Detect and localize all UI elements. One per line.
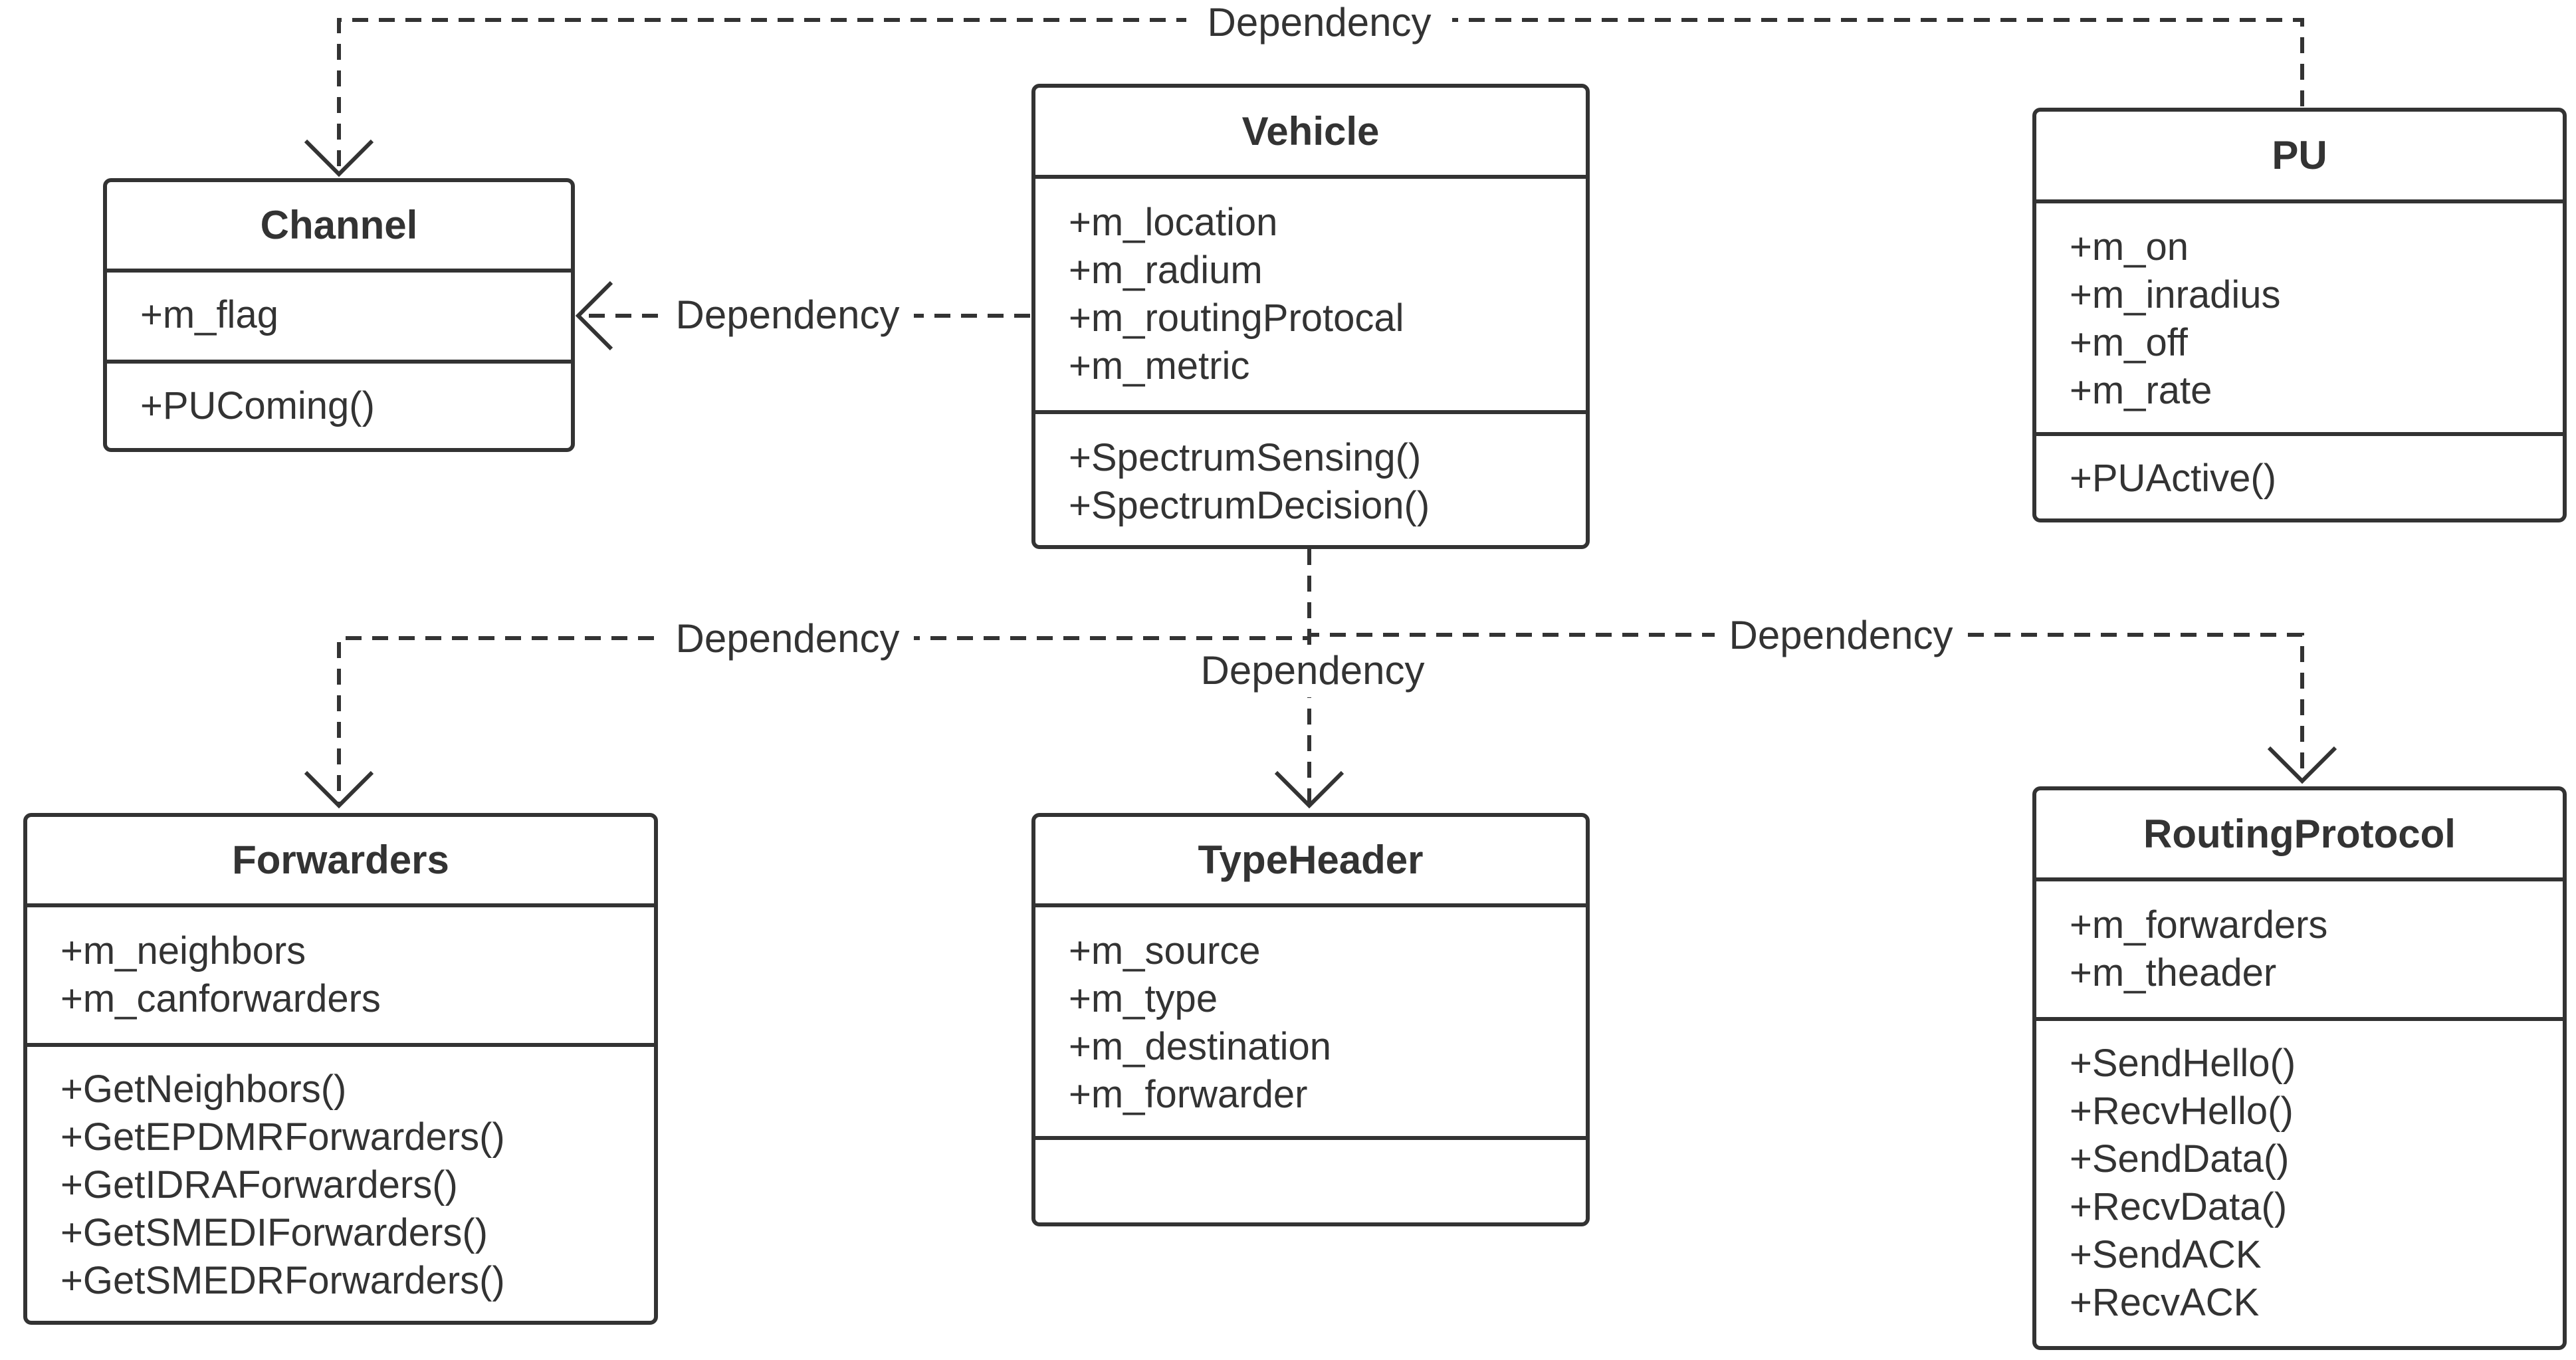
edge-label-vehicle-forwarders: Dependency [676, 616, 900, 661]
attribute: +m_routingProtocal [1069, 296, 1404, 340]
attribute: +m_canforwarders [60, 977, 381, 1020]
attribute: +m_neighbors [60, 929, 306, 972]
class-vehicle-methods: +SpectrumSensing() +SpectrumDecision() [1035, 414, 1586, 530]
edge-label-vehicle-typeheader: Dependency [1201, 648, 1425, 693]
attribute: +m_flag [140, 293, 278, 336]
attribute: +m_radium [1069, 249, 1263, 292]
class-channel-attributes: +m_flag [107, 273, 571, 364]
method: +SpectrumDecision() [1069, 484, 1430, 527]
attribute: +m_forwarder [1069, 1073, 1308, 1116]
class-pu-name: PU [2036, 112, 2563, 203]
edge-vehicle-forwarders [337, 549, 1311, 806]
method: +GetIDRAForwarders() [60, 1163, 458, 1206]
method: +GetSMEDRForwarders() [60, 1259, 505, 1302]
method: +SendHello() [2070, 1042, 2296, 1085]
class-forwarders-attributes: +m_neighbors +m_canforwarders [27, 907, 654, 1047]
class-routingprotocol-methods: +SendHello() +RecvHello() +SendData() +R… [2036, 1021, 2563, 1327]
attribute: +m_type [1069, 977, 1218, 1020]
class-forwarders-name: Forwarders [27, 817, 654, 907]
method: +GetNeighbors() [60, 1068, 347, 1111]
method: +GetEPDMRForwarders() [60, 1115, 505, 1159]
attribute: +m_theader [2070, 951, 2277, 994]
attribute: +m_metric [1069, 344, 1250, 388]
attribute: +m_rate [2070, 369, 2212, 412]
class-routingprotocol-attributes: +m_forwarders +m_theader [2036, 881, 2563, 1021]
class-channel-name: Channel [107, 182, 571, 273]
arrowhead-channel-top [304, 139, 374, 177]
arrowhead-typeheader [1274, 770, 1344, 809]
arrowhead-channel-right [575, 281, 613, 351]
method: +RecvHello() [2070, 1089, 2294, 1133]
class-routingprotocol-name: RoutingProtocol [2036, 790, 2563, 881]
method: +GetSMEDIForwarders() [60, 1211, 488, 1254]
method: +SpectrumSensing() [1069, 436, 1422, 479]
method: +SendACK [2070, 1233, 2262, 1276]
class-vehicle-attributes: +m_location +m_radium +m_routingProtocal… [1035, 179, 1586, 414]
attribute: +m_inradius [2070, 273, 2281, 316]
class-vehicle-name: Vehicle [1035, 88, 1586, 179]
arrowhead-forwarders [304, 770, 374, 809]
arrowhead-routingprotocol [2267, 746, 2337, 784]
class-forwarders[interactable]: Forwarders +m_neighbors +m_canforwarders… [23, 813, 658, 1325]
method: +SendData() [2070, 1137, 2290, 1181]
class-typeheader-name: TypeHeader [1035, 817, 1586, 907]
method: +RecvData() [2070, 1185, 2288, 1228]
edge-label-vehicle-channel: Dependency [676, 292, 900, 337]
attribute: +m_source [1069, 929, 1261, 972]
method: +RecvACK [2070, 1281, 2260, 1324]
attribute: +m_destination [1069, 1025, 1331, 1068]
edge-label-vehicle-routingprotocol: Dependency [1729, 613, 1953, 657]
class-typeheader[interactable]: TypeHeader +m_source +m_type +m_destinat… [1031, 813, 1590, 1226]
class-forwarders-methods: +GetNeighbors() +GetEPDMRForwarders() +G… [27, 1047, 654, 1305]
class-channel[interactable]: Channel +m_flag +PUComing() [103, 178, 575, 452]
attribute: +m_location [1069, 201, 1278, 244]
class-channel-methods: +PUComing() [107, 364, 571, 430]
attribute: +m_off [2070, 321, 2188, 364]
attribute: +m_forwarders [2070, 903, 2328, 947]
class-pu-methods: +PUActive() [2036, 436, 2563, 503]
class-vehicle[interactable]: Vehicle +m_location +m_radium +m_routing… [1031, 84, 1590, 549]
class-routingprotocol[interactable]: RoutingProtocol +m_forwarders +m_theader… [2032, 786, 2567, 1350]
class-pu[interactable]: PU +m_on +m_inradius +m_off +m_rate +PUA… [2032, 108, 2567, 522]
attribute: +m_on [2070, 225, 2189, 269]
method: +PUActive() [2070, 457, 2277, 500]
edge-label-pu-channel: Dependency [1208, 0, 1432, 45]
edge-vehicle-routingprotocol [1307, 549, 2304, 781]
method: +PUComing() [140, 384, 375, 427]
class-pu-attributes: +m_on +m_inradius +m_off +m_rate [2036, 203, 2563, 436]
class-typeheader-attributes: +m_source +m_type +m_destination +m_forw… [1035, 907, 1586, 1140]
